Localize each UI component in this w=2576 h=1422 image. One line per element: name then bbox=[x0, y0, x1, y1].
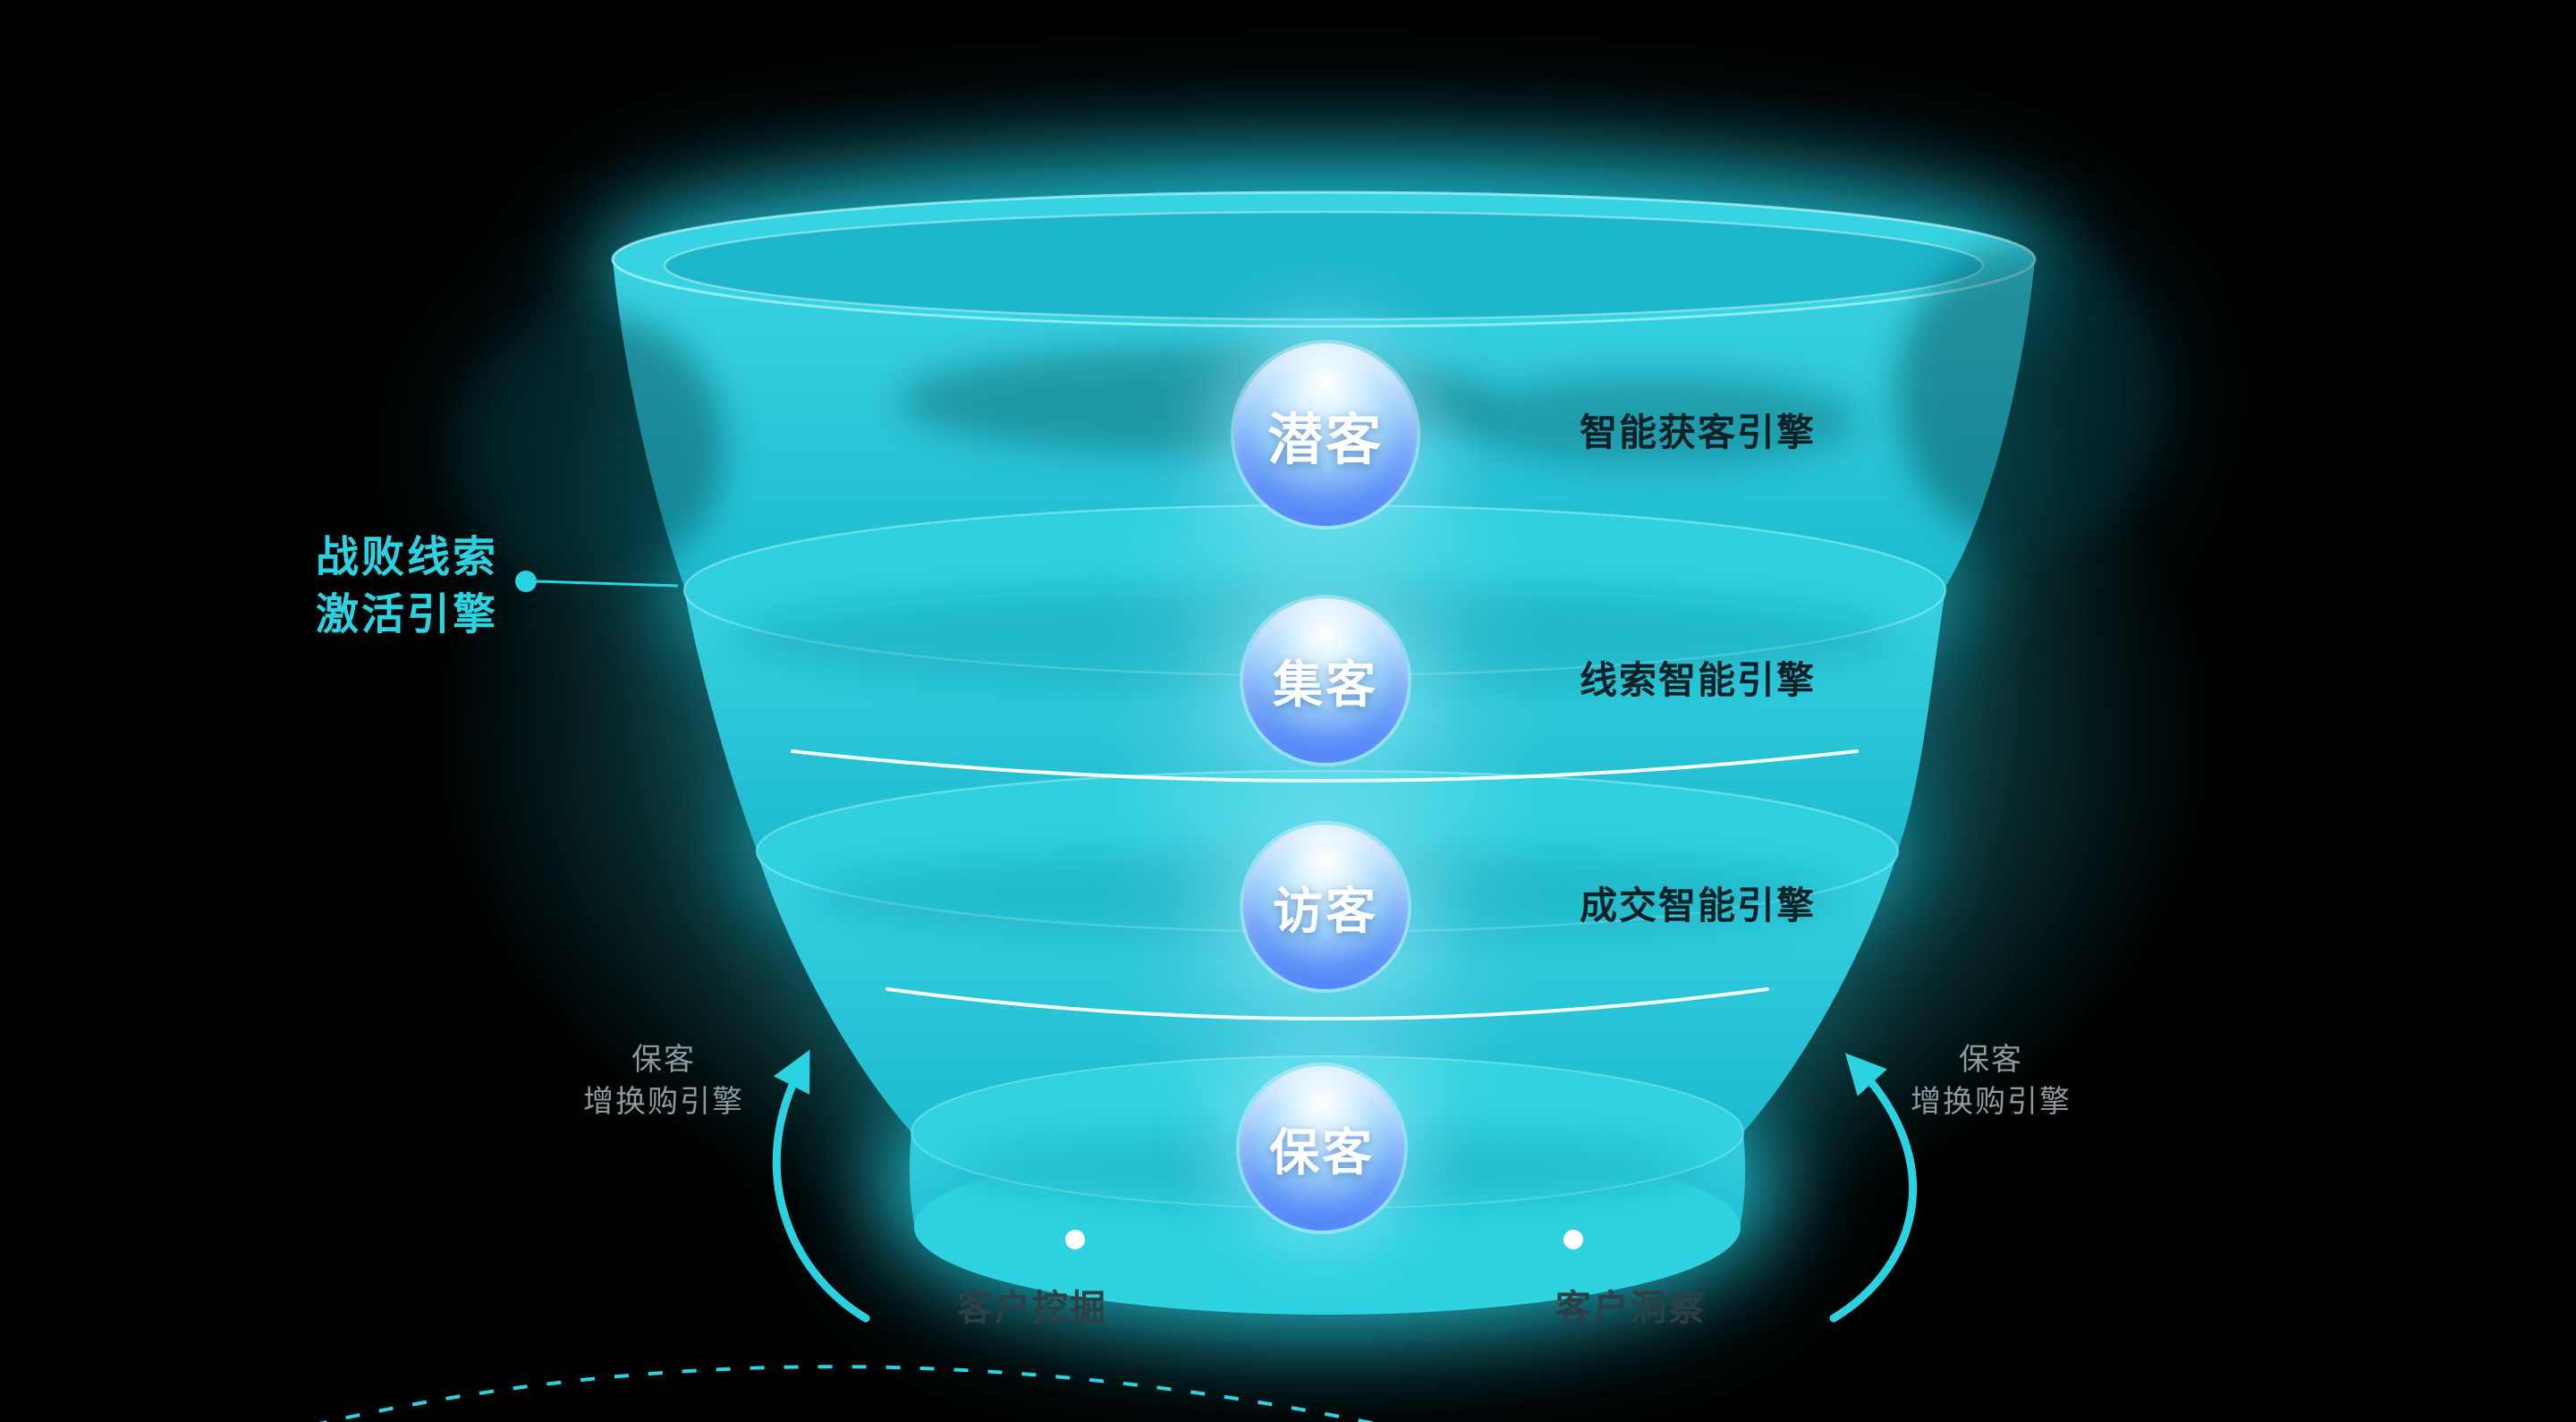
stage-badge-label: 潜客 bbox=[1267, 410, 1384, 471]
stage-badge-label: 保客 bbox=[1269, 1123, 1375, 1181]
stage-badge-retained: 保客 bbox=[1240, 1066, 1404, 1231]
side-label-line1: 保客 bbox=[631, 1043, 696, 1077]
divider-arc-lower bbox=[886, 987, 1769, 1020]
stage-badge-prospect: 潜客 bbox=[1234, 343, 1417, 526]
bottom-dashed-arc bbox=[318, 1365, 1376, 1422]
engine-label-lead-intelligence: 线索智能引擎 bbox=[1580, 659, 1817, 701]
stage-badge-visitor: 访客 bbox=[1243, 825, 1408, 989]
lost-lead-connector bbox=[515, 571, 679, 592]
callout-line2: 激活引擎 bbox=[315, 591, 498, 639]
engine-label-deal-intelligence: 成交智能引擎 bbox=[1580, 885, 1817, 927]
callout-line1: 战败线索 bbox=[315, 534, 498, 581]
stage-badge-label: 访客 bbox=[1273, 882, 1378, 939]
retention-engine-label-right: 保客 增换购引擎 bbox=[1803, 1039, 2179, 1123]
lost-lead-activation-callout: 战败线索 激活引擎 bbox=[215, 529, 599, 644]
bottom-dot-right bbox=[1563, 1230, 1583, 1249]
connector-dot bbox=[515, 571, 537, 592]
bottom-label-customer-insight: 客户洞察 bbox=[1555, 1289, 1706, 1328]
retention-engine-label-left: 保客 增换购引擎 bbox=[476, 1039, 852, 1123]
bottom-dot-left bbox=[1065, 1230, 1085, 1249]
bottom-label-customer-mining: 客户挖掘 bbox=[957, 1289, 1107, 1328]
side-label-line2: 增换购引擎 bbox=[583, 1085, 744, 1119]
side-label-line1: 保客 bbox=[1959, 1043, 2023, 1077]
stage-badge-lead: 集客 bbox=[1243, 598, 1408, 763]
divider-arc-upper bbox=[791, 749, 1859, 783]
engine-label-acquisition: 智能获客引擎 bbox=[1580, 411, 1817, 453]
flow-arrow-right-icon bbox=[1829, 1053, 1918, 1323]
stage-badge-label: 集客 bbox=[1273, 656, 1378, 713]
flow-arrow-left-icon bbox=[772, 1049, 870, 1323]
funnel-center-highlight bbox=[1172, 304, 1476, 1234]
side-label-line2: 增换购引擎 bbox=[1911, 1085, 2072, 1119]
